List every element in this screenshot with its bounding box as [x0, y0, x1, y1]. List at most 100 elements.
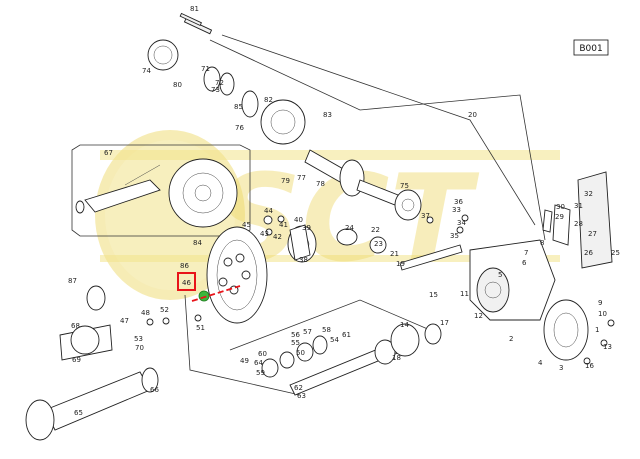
small-hardware	[146, 204, 615, 365]
label-7: 7	[524, 249, 528, 257]
label-3: 3	[559, 364, 563, 372]
label-81: 81	[190, 5, 199, 13]
label-82: 82	[264, 96, 273, 104]
label-37: 37	[421, 212, 430, 220]
label-22: 22	[371, 226, 380, 234]
gearbox-housing	[424, 171, 613, 361]
label-83: 83	[323, 111, 332, 119]
label-63: 63	[297, 392, 306, 400]
label-69: 69	[72, 356, 81, 364]
outline-lines	[71, 34, 546, 396]
label-11: 11	[460, 290, 469, 298]
label-57: 57	[303, 328, 312, 336]
diagram-code-box: B001	[573, 39, 609, 56]
label-58: 58	[322, 326, 331, 334]
label-62: 62	[294, 384, 303, 392]
label-67: 67	[104, 149, 113, 157]
part-labels: 1 2 3 4 5 6 7 8 9 10 11 12 13 14 15 16 1…	[68, 5, 620, 417]
label-26: 26	[584, 249, 593, 257]
label-17: 17	[440, 319, 449, 327]
label-77: 77	[297, 174, 306, 182]
label-31: 31	[574, 202, 583, 210]
label-9: 9	[598, 299, 602, 307]
label-40: 40	[294, 216, 303, 224]
label-72: 72	[215, 79, 224, 87]
label-28: 28	[574, 220, 583, 228]
label-70: 70	[135, 344, 144, 352]
label-75: 75	[400, 182, 409, 190]
label-64: 64	[254, 359, 263, 367]
label-59: 59	[256, 369, 265, 377]
label-16: 16	[585, 362, 594, 370]
label-78: 78	[316, 180, 325, 188]
label-55: 55	[291, 339, 300, 347]
label-44: 44	[264, 207, 273, 215]
label-53: 53	[134, 335, 143, 343]
label-68: 68	[71, 322, 80, 330]
label-39: 39	[302, 224, 311, 232]
label-5: 5	[498, 271, 502, 279]
label-21: 21	[390, 250, 399, 258]
label-18: 18	[392, 354, 401, 362]
label-34: 34	[457, 219, 466, 227]
output-shaft-lower	[261, 323, 420, 396]
center-shaft	[304, 149, 422, 254]
label-66: 66	[150, 386, 159, 394]
label-85: 85	[234, 103, 243, 111]
label-20: 20	[468, 111, 477, 119]
label-61: 61	[342, 331, 351, 339]
label-42: 42	[273, 233, 282, 241]
label-45: 45	[242, 221, 251, 229]
label-47: 47	[120, 317, 129, 325]
label-24: 24	[345, 224, 354, 232]
label-54: 54	[330, 336, 339, 344]
label-43: 43	[260, 230, 269, 238]
label-71: 71	[201, 65, 210, 73]
label-38: 38	[299, 256, 308, 264]
label-30: 30	[556, 203, 565, 211]
label-36: 36	[454, 198, 463, 206]
label-10: 10	[598, 310, 607, 318]
label-12: 12	[474, 312, 483, 320]
label-2: 2	[509, 335, 513, 343]
label-33: 33	[452, 206, 461, 214]
label-46[interactable]: 46	[182, 279, 191, 287]
label-74: 74	[142, 67, 151, 75]
label-52: 52	[160, 306, 169, 314]
label-86: 86	[180, 262, 189, 270]
label-23: 23	[374, 240, 383, 248]
label-32: 32	[584, 190, 593, 198]
label-15: 15	[429, 291, 438, 299]
label-48: 48	[141, 309, 150, 317]
diagram-code: B001	[579, 44, 602, 54]
label-51: 51	[196, 324, 205, 332]
chainring-left	[75, 158, 238, 228]
label-6: 6	[522, 259, 527, 267]
label-84: 84	[193, 239, 202, 247]
label-19: 19	[396, 260, 405, 268]
highlighted-part-46[interactable]	[177, 272, 241, 302]
label-1: 1	[595, 326, 599, 334]
label-65: 65	[74, 409, 83, 417]
label-27: 27	[588, 230, 597, 238]
pto-driveshaft	[25, 285, 159, 441]
label-50: 50	[296, 349, 305, 357]
label-60: 60	[258, 350, 267, 358]
label-29: 29	[555, 213, 564, 221]
label-49: 49	[240, 357, 249, 365]
label-14: 14	[400, 321, 409, 329]
label-4: 4	[538, 359, 543, 367]
label-35: 35	[450, 232, 459, 240]
sprocket-assembly-top	[147, 12, 306, 145]
label-87: 87	[68, 277, 77, 285]
label-73: 73	[211, 86, 220, 94]
label-25: 25	[611, 249, 620, 257]
label-76: 76	[235, 124, 244, 132]
label-56: 56	[291, 331, 300, 339]
label-79: 79	[281, 177, 290, 185]
label-80: 80	[173, 81, 182, 89]
label-41: 41	[279, 221, 288, 229]
label-13: 13	[603, 343, 612, 351]
label-8: 8	[540, 239, 544, 247]
